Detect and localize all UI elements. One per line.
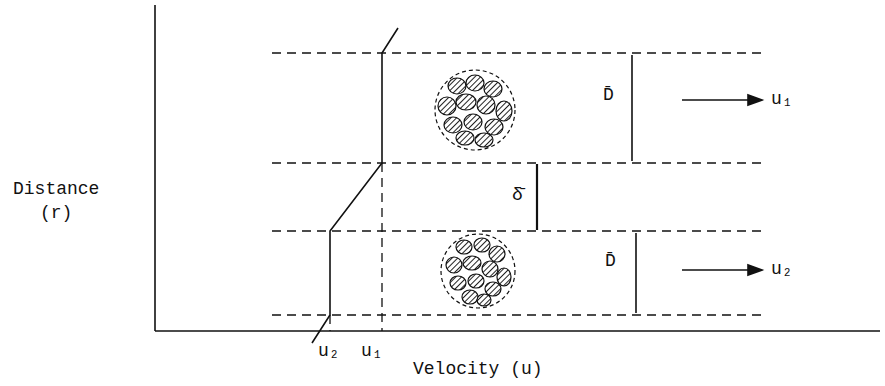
- gap-line: [536, 164, 538, 230]
- velocity-arrow: [682, 99, 752, 101]
- gap-label: δ̄: [512, 186, 523, 206]
- layer-boundaries: [272, 53, 762, 331]
- velocity-label: u₁: [771, 90, 793, 110]
- x-axis: [155, 330, 880, 332]
- y-axis: [154, 5, 156, 331]
- axis-title: Distance: [13, 180, 99, 200]
- dimension-line: [635, 233, 637, 313]
- arrowhead: [748, 95, 762, 105]
- velocity-label: u₂: [771, 260, 793, 280]
- particle-cluster: [435, 70, 515, 150]
- tick-label: u₁: [361, 342, 383, 362]
- tick-label: u₂: [318, 342, 340, 362]
- dimension-label: D̄: [603, 86, 614, 106]
- particle-cluster: [441, 234, 515, 308]
- dimension-label: D̄: [605, 252, 616, 272]
- arrowhead: [748, 265, 762, 275]
- dimension-line: [631, 55, 633, 161]
- axis-unit: (r): [40, 204, 72, 224]
- axis-title: Velocity (u): [413, 360, 543, 380]
- velocity-arrow: [682, 269, 752, 271]
- velocity-profile: [312, 28, 398, 343]
